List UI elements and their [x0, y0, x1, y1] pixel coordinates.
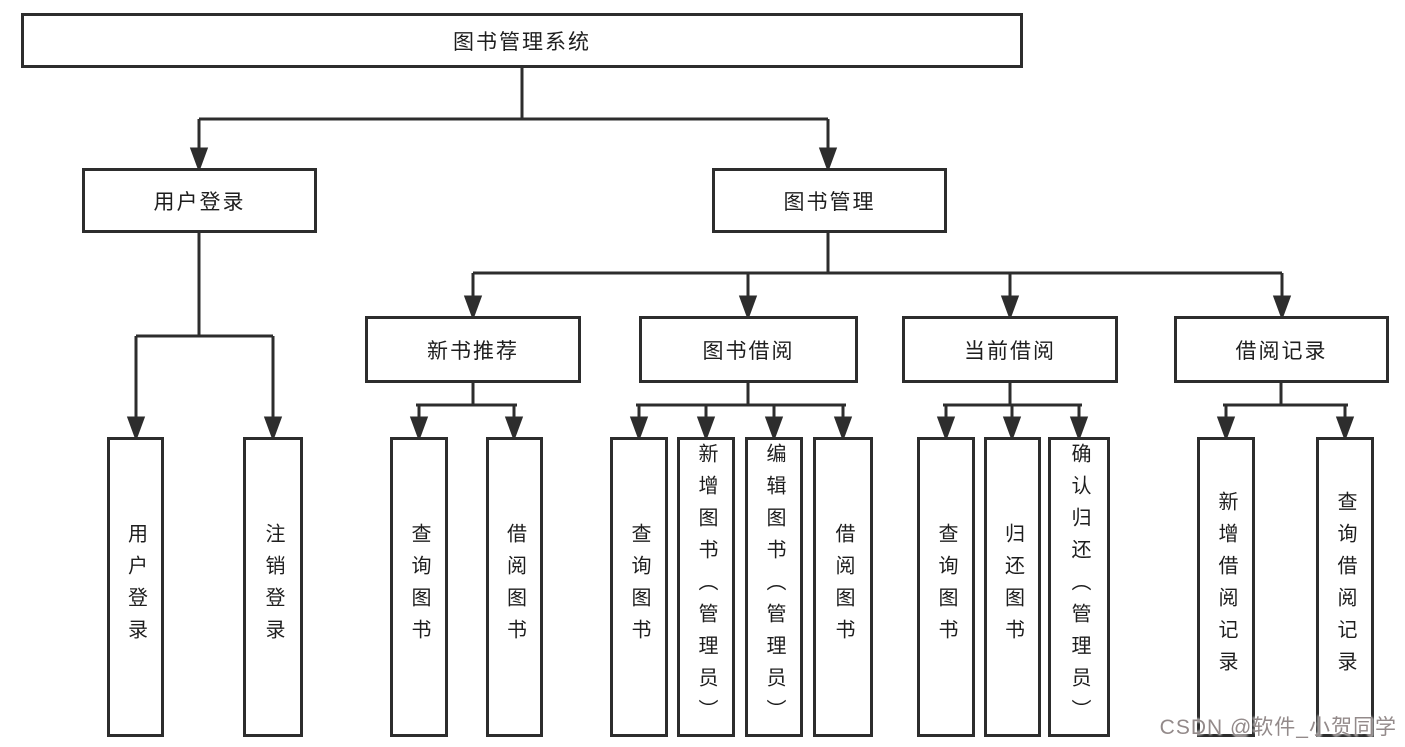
node-label: 用户登录 — [124, 523, 147, 651]
leaf-user-login: 用户登录 — [107, 437, 164, 737]
arrowhead — [738, 295, 758, 321]
leaf-borrow-books-recommend: 借阅图书 — [486, 437, 543, 737]
node-label: 借阅图书 — [832, 523, 854, 651]
leaf-add-books-admin: 新增图书（管理员） — [677, 437, 735, 737]
node-book-borrowing: 图书借阅 — [639, 316, 858, 383]
leaf-add-borrow-record: 新增借阅记录 — [1197, 437, 1255, 737]
node-label: 图书借阅 — [702, 339, 795, 363]
arrowhead — [764, 416, 784, 442]
node-label: 图书管理系统 — [453, 30, 591, 54]
node-label: 注销登录 — [262, 523, 284, 651]
node-book-management: 图书管理 — [712, 168, 947, 233]
arrowhead — [1000, 295, 1020, 321]
node-label: 图书管理 — [783, 190, 876, 214]
node-label: 当前借阅 — [964, 339, 1056, 363]
leaf-return-books: 归还图书 — [984, 437, 1041, 737]
node-label: 归还图书 — [1001, 523, 1024, 651]
node-label: 借阅记录 — [1235, 339, 1328, 363]
arrowhead — [936, 416, 956, 442]
connector-book-borrowing-to-children — [629, 383, 853, 442]
arrowhead — [463, 295, 483, 321]
arrowhead — [1069, 416, 1089, 442]
leaf-borrow-books: 借阅图书 — [813, 437, 873, 737]
leaf-query-books-borrow: 查询图书 — [610, 437, 668, 737]
node-label: 查询图书 — [628, 523, 650, 651]
leaf-logout: 注销登录 — [243, 437, 303, 737]
arrowhead — [504, 416, 524, 442]
node-current-borrowing: 当前借阅 — [902, 316, 1118, 383]
node-new-book-recommendation: 新书推荐 — [365, 316, 581, 383]
arrowhead — [263, 416, 283, 442]
arrowhead — [629, 416, 649, 442]
node-label: 查询图书 — [935, 523, 957, 651]
csdn-watermark: CSDN @软件_小贺同学 — [1159, 716, 1397, 739]
leaf-query-books-current: 查询图书 — [917, 437, 975, 737]
connector-user-login-to-children — [126, 233, 283, 442]
arrowhead — [818, 147, 838, 173]
node-label: 查询图书 — [408, 523, 430, 651]
node-label: 编辑图书（管理员） — [763, 443, 785, 731]
node-root: 图书管理系统 — [21, 13, 1023, 68]
arrowhead — [126, 416, 146, 442]
node-label: 新增图书（管理员） — [695, 443, 717, 731]
leaf-edit-books-admin: 编辑图书（管理员） — [745, 437, 803, 737]
arrowhead — [1216, 416, 1236, 442]
node-borrowing-records: 借阅记录 — [1174, 316, 1389, 383]
leaf-confirm-return-admin: 确认归还（管理员） — [1048, 437, 1110, 737]
connector-borrowing-records-to-children — [1216, 383, 1355, 442]
arrowhead — [833, 416, 853, 442]
arrowhead — [189, 147, 209, 173]
connector-current-borrowing-to-children — [936, 383, 1089, 442]
arrowhead — [409, 416, 429, 442]
connector-new-book-recommendation-to-children — [409, 383, 524, 442]
arrowhead — [1272, 295, 1292, 321]
arrowhead — [1002, 416, 1022, 442]
node-label: 新增借阅记录 — [1215, 491, 1237, 683]
node-label: 确认归还（管理员） — [1068, 443, 1090, 731]
node-label: 查询借阅记录 — [1334, 491, 1356, 683]
connector-book-management-to-children — [463, 233, 1292, 321]
leaf-query-borrow-record: 查询借阅记录 — [1316, 437, 1374, 737]
leaf-query-books-recommend: 查询图书 — [390, 437, 448, 737]
node-label: 用户登录 — [153, 190, 246, 214]
node-label: 借阅图书 — [503, 523, 526, 651]
node-label: 新书推荐 — [427, 339, 519, 363]
arrowhead — [1335, 416, 1355, 442]
connector-root-to-children — [189, 68, 838, 173]
arrowhead — [696, 416, 716, 442]
node-user-login: 用户登录 — [82, 168, 317, 233]
